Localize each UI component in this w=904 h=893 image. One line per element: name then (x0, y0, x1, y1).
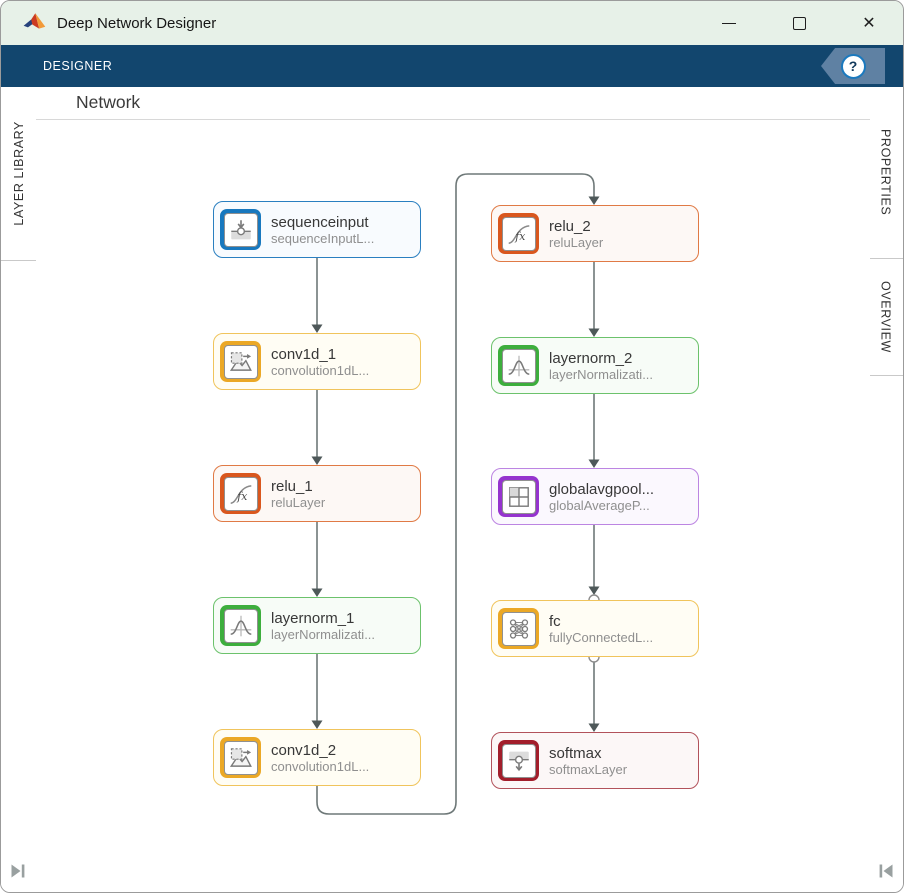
global-avg-pool-icon (498, 476, 539, 517)
window-title: Deep Network Designer (57, 14, 217, 32)
layer-node-relu_2[interactable]: fx relu_2 reluLayer (491, 205, 699, 262)
tab-layer-library[interactable]: LAYER LIBRARY (1, 87, 36, 261)
layernorm-icon (220, 605, 261, 646)
layer-node-title: relu_1 (271, 477, 313, 495)
layer-node-layernorm_2[interactable]: layernorm_2 layerNormalizati... (491, 337, 699, 394)
minimize-icon (722, 22, 736, 24)
minimize-button[interactable] (706, 1, 752, 45)
layer-node-globalavgpool[interactable]: globalavgpool... globalAverageP... (491, 468, 699, 525)
layer-node-softmax[interactable]: softmax softmaxLayer (491, 732, 699, 789)
sequence-input-icon (220, 209, 261, 250)
convolution-icon (220, 737, 261, 778)
tab-overview[interactable]: OVERVIEW (868, 259, 903, 376)
tab-designer[interactable]: DESIGNER (43, 59, 113, 73)
relu-icon: fx (220, 473, 261, 514)
layer-node-title: sequenceinput (271, 213, 369, 231)
network-canvas[interactable]: Network (36, 87, 870, 892)
layer-node-type: reluLayer (549, 234, 604, 250)
tab-overview-label: OVERVIEW (878, 281, 893, 353)
layer-node-title: relu_2 (549, 217, 591, 235)
layer-node-type: softmaxLayer (549, 761, 628, 777)
softmax-icon (498, 740, 539, 781)
layer-node-type: convolution1dL... (271, 362, 370, 378)
close-button[interactable]: ✕ (862, 15, 876, 32)
layer-node-conv1d_1[interactable]: conv1d_1 convolution1dL... (213, 333, 421, 390)
layer-node-title: conv1d_2 (271, 741, 337, 759)
layer-node-relu_1[interactable]: fx relu_1 reluLayer (213, 465, 421, 522)
expand-left-panel-button[interactable] (8, 861, 28, 881)
expand-right-panel-button[interactable] (876, 861, 896, 881)
maximize-icon (792, 16, 806, 30)
layer-node-type: sequenceInputL... (271, 230, 375, 246)
connection-wires (311, 173, 600, 815)
layer-node-title: layernorm_1 (271, 609, 355, 627)
layer-node-title: layernorm_2 (549, 349, 633, 367)
tab-properties-label: PROPERTIES (878, 129, 893, 216)
help-button[interactable]: ? (821, 48, 885, 84)
svg-text:fx: fx (236, 489, 247, 502)
svg-text:fx: fx (514, 229, 525, 242)
maximize-button[interactable] (776, 1, 822, 45)
right-panel-strip: PROPERTIES OVERVIEW (867, 87, 903, 892)
layer-node-layernorm_1[interactable]: layernorm_1 layerNormalizati... (213, 597, 421, 654)
relu-icon: fx (498, 213, 539, 254)
layer-node-title: conv1d_1 (271, 345, 337, 363)
fully-connected-icon (498, 608, 539, 649)
canvas-title-divider (36, 119, 870, 120)
window-titlebar: Deep Network Designer ✕ (1, 1, 903, 45)
layernorm-icon (498, 345, 539, 386)
layer-node-type: layerNormalizati... (271, 626, 376, 642)
layer-node-title: fc (549, 612, 561, 630)
tab-layer-library-label: LAYER LIBRARY (11, 121, 26, 226)
layer-node-type: fullyConnectedL... (549, 629, 654, 645)
left-panel-strip: LAYER LIBRARY (1, 87, 37, 892)
layer-node-type: convolution1dL... (271, 758, 370, 774)
ribbon-bar: DESIGNER ? (1, 45, 903, 87)
layer-node-type: reluLayer (271, 494, 326, 510)
convolution-icon (220, 341, 261, 382)
layer-node-type: globalAverageP... (549, 497, 650, 513)
question-icon: ? (840, 53, 866, 79)
layer-node-title: globalavgpool... (549, 480, 655, 498)
tab-properties[interactable]: PROPERTIES (868, 87, 903, 259)
layer-node-type: layerNormalizati... (549, 366, 654, 382)
layer-node-conv1d_2[interactable]: conv1d_2 convolution1dL... (213, 729, 421, 786)
matlab-logo-icon (23, 13, 46, 29)
canvas-title: Network (76, 92, 141, 112)
layer-node-title: softmax (549, 744, 602, 762)
layer-node-fc[interactable]: fc fullyConnectedL... (491, 600, 699, 657)
layer-node-sequenceinput[interactable]: sequenceinput sequenceInputL... (213, 201, 421, 258)
